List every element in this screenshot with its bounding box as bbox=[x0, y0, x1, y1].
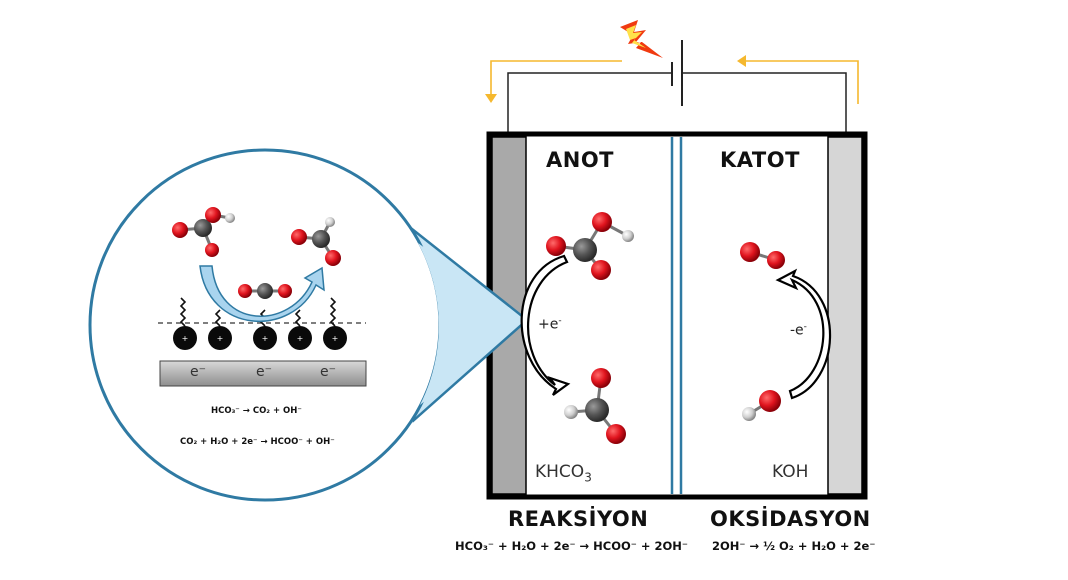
ligand-chain bbox=[329, 297, 337, 327]
inset-electron-label: e⁻ bbox=[256, 364, 273, 380]
inset-reaction-arrow bbox=[199, 265, 325, 322]
membrane bbox=[670, 137, 683, 494]
current-arrow-left bbox=[485, 60, 622, 103]
inset-electron-label: e⁻ bbox=[190, 364, 207, 380]
current-arrow-right bbox=[737, 55, 859, 104]
circuit-wire bbox=[507, 72, 847, 134]
cation-icon bbox=[323, 326, 347, 350]
cation-icon bbox=[288, 326, 312, 350]
lightning-icon bbox=[620, 20, 663, 58]
oxidation-title: OKSİDASYON bbox=[710, 507, 871, 531]
hydroxide-molecule bbox=[742, 390, 781, 421]
cation-icon bbox=[173, 326, 197, 350]
cathode-label: KATOT bbox=[720, 148, 800, 172]
oxygen-molecule bbox=[740, 242, 785, 269]
reaction-title: REAKSİYON bbox=[508, 507, 649, 531]
formate-molecule bbox=[564, 368, 626, 444]
inset-equation-2: CO₂ + H₂O + 2e⁻ → HCOO⁻ + OH⁻ bbox=[180, 437, 335, 447]
oxidation-equation: 2OH⁻ → ½ O₂ + H₂O + 2e⁻ bbox=[712, 539, 876, 553]
cathode-electrolyte: KOH bbox=[772, 462, 809, 482]
cation-sign: + bbox=[182, 334, 189, 343]
anode-electron-arrow bbox=[520, 254, 571, 396]
ligand-chain bbox=[179, 297, 187, 327]
co2-molecule bbox=[238, 283, 292, 299]
ligand-chain bbox=[214, 309, 222, 327]
inset-electrode bbox=[159, 360, 367, 387]
cation-sign: + bbox=[332, 334, 339, 343]
cation-sign: + bbox=[217, 334, 224, 343]
cation-icon bbox=[253, 326, 277, 350]
reaction-equation: HCO₃⁻ + H₂O + 2e⁻ → HCOO⁻ + 2OH⁻ bbox=[455, 539, 688, 553]
ligand-chain bbox=[294, 309, 302, 327]
bicarbonate-molecule bbox=[546, 212, 634, 280]
cation-sign: + bbox=[297, 334, 304, 343]
inset-cations: + + + + + bbox=[173, 326, 347, 350]
anode-label: ANOT bbox=[546, 148, 615, 172]
cathode-electron-label: -e- bbox=[790, 322, 807, 339]
formate-molecule bbox=[291, 217, 341, 266]
zoom-inset bbox=[88, 148, 529, 502]
cathode-plate bbox=[827, 136, 863, 495]
anode-electrolyte: KHCO3 bbox=[535, 462, 592, 485]
battery-icon bbox=[671, 40, 683, 106]
bicarbonate-molecule bbox=[172, 207, 235, 257]
cation-sign: + bbox=[262, 334, 269, 343]
inset-electron-label: e⁻ bbox=[320, 364, 337, 380]
cation-icon bbox=[208, 326, 232, 350]
anode-electron-label: +e- bbox=[538, 316, 562, 333]
cathode-electron-arrow bbox=[775, 268, 832, 400]
inset-equation-1: HCO₃⁻ → CO₂ + OH⁻ bbox=[211, 406, 302, 416]
